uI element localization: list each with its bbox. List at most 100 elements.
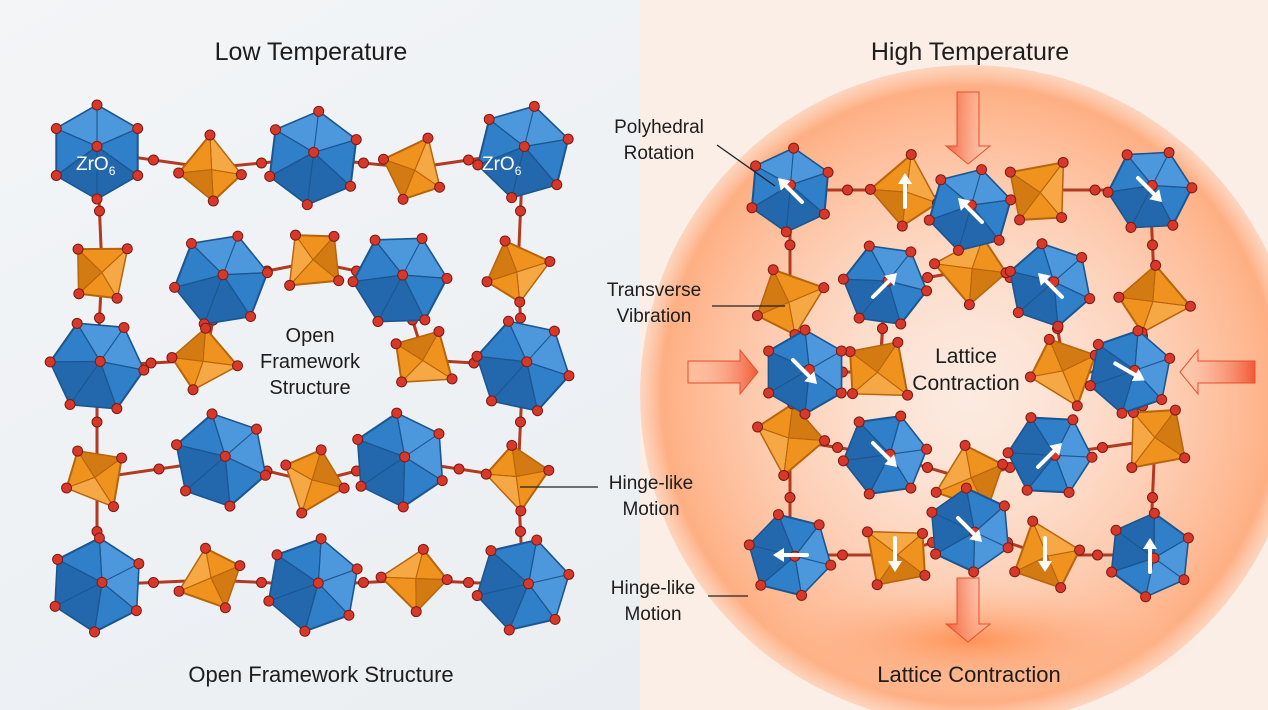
oxygen-atom-icon	[543, 464, 555, 476]
octahedron-edge	[222, 235, 239, 275]
oxygen-atom-icon	[1056, 211, 1068, 223]
octahedron-edge	[76, 323, 101, 362]
oxygen-atom-icon	[72, 243, 84, 255]
octahedron-edge	[929, 204, 972, 221]
octahedron-edge	[790, 171, 829, 186]
rotation-arrow-icon	[773, 548, 809, 562]
oxygen-atom-icon	[919, 569, 931, 581]
oxygen-atom-icon	[224, 500, 236, 512]
octahedron-edge	[970, 204, 1000, 241]
tetrahedron-edge	[1154, 409, 1176, 438]
octahedron-edge	[488, 118, 525, 147]
rotation-arrow-icon	[1113, 361, 1145, 382]
octahedron-edge	[1153, 537, 1189, 559]
rotation-arrow-icon	[955, 515, 983, 543]
arrow-head	[1149, 189, 1163, 203]
oxygen-atom-icon	[1116, 407, 1128, 419]
oxygen-atom-icon	[993, 234, 1005, 246]
octahedron-edge	[203, 274, 224, 325]
octahedron-edge	[222, 272, 268, 276]
oxygen-atom-icon	[755, 579, 767, 591]
tetrahedron-edge	[867, 531, 898, 556]
oxygen-atom-icon	[863, 488, 875, 500]
tetrahedron-icon	[751, 264, 830, 341]
tetrahedron-edge	[1048, 339, 1064, 372]
oxygen-atom-icon	[952, 244, 964, 256]
bridge-oxygen-atom-icon	[832, 442, 843, 453]
oxygen-atom-icon	[835, 345, 847, 357]
zro6-octahedron-icon	[472, 100, 574, 204]
oxygen-atom-icon	[315, 533, 327, 545]
oxygen-atom-icon	[391, 407, 403, 419]
octahedron-edge	[528, 583, 556, 620]
tetrahedron-icon	[844, 336, 914, 401]
octahedron-edge	[101, 582, 137, 612]
octahedron-edge	[377, 274, 404, 322]
octahedron-edge	[751, 184, 791, 209]
oxygen-atom-icon	[64, 399, 76, 411]
zro6-octahedron-icon	[471, 315, 575, 417]
oxygen-atom-icon	[245, 311, 257, 323]
oxygen-atom-icon	[531, 534, 543, 546]
tetrahedron-edge	[968, 268, 973, 305]
tetrahedron-edge	[897, 554, 926, 576]
oxygen-atom-icon	[1005, 194, 1017, 206]
bridge-oxygen-atom-icon	[153, 463, 165, 475]
oxygen-atom-icon	[514, 296, 526, 308]
bridge-oxygen-atom-icon	[256, 157, 267, 169]
tetrahedron-edge	[209, 134, 213, 170]
octahedron-edge	[402, 238, 423, 276]
oxygen-atom-icon	[206, 408, 218, 420]
bridge-oxygen-atom-icon	[1089, 184, 1101, 196]
oxygen-atom-icon	[130, 605, 142, 617]
octahedron-edge	[211, 413, 226, 457]
octahedron-edge	[1152, 184, 1192, 189]
oxygen-atom-icon	[1063, 486, 1075, 498]
oxygen-atom-icon	[49, 600, 61, 612]
tetrahedron-edge	[1014, 555, 1048, 573]
oxygen-atom-icon	[301, 199, 313, 211]
octahedron-edge	[374, 239, 404, 276]
oxygen-atom-icon	[763, 387, 775, 399]
oxygen-atom-icon	[563, 370, 575, 382]
oxygen-atom-icon	[835, 387, 847, 399]
bridge-oxygen-atom-icon	[1097, 442, 1108, 453]
arrow-head	[804, 371, 818, 385]
oxygen-atom-icon	[1004, 166, 1016, 178]
oxygen-atom-icon	[750, 160, 762, 172]
octahedron-edge	[889, 448, 927, 455]
tetrahedron-edge	[870, 188, 907, 193]
oxygen-atom-icon	[44, 356, 56, 368]
octahedron-edge	[524, 138, 569, 148]
oxygen-atom-icon	[328, 230, 340, 242]
octahedron-edge	[402, 274, 426, 321]
octahedron-edge	[794, 524, 820, 557]
oxygen-atom-icon	[1182, 532, 1194, 544]
tetrahedron-edge	[877, 371, 908, 396]
oxygen-atom-icon	[1086, 451, 1098, 463]
oxygen-atom-icon	[96, 576, 108, 588]
oxygen-atom-icon	[799, 324, 811, 336]
oxygen-atom-icon	[284, 279, 296, 291]
oxygen-atom-icon	[485, 545, 497, 557]
oxygen-atom-icon	[515, 505, 527, 517]
rotation-arrow-icon	[870, 440, 898, 468]
bridge-oxygen-atom-icon	[922, 462, 933, 473]
oxygen-atom-icon	[171, 439, 183, 451]
octahedron-edge	[317, 538, 322, 584]
oxygen-atom-icon	[837, 455, 849, 467]
oxygen-atom-icon	[121, 243, 133, 255]
oxygen-atom-icon	[799, 408, 811, 420]
bridge-oxygen-atom-icon	[91, 416, 103, 428]
octahedron-edge	[1097, 343, 1136, 371]
oxygen-atom-icon	[1113, 291, 1125, 303]
octahedron-edge	[1151, 152, 1170, 186]
oxygen-atom-icon	[751, 310, 763, 322]
tetrahedron-icon	[280, 444, 350, 519]
octahedron-edge	[404, 433, 440, 458]
tetrahedron-edge	[516, 260, 551, 273]
octahedron-edge	[768, 350, 810, 370]
tetrahedron-edge	[1154, 437, 1185, 459]
